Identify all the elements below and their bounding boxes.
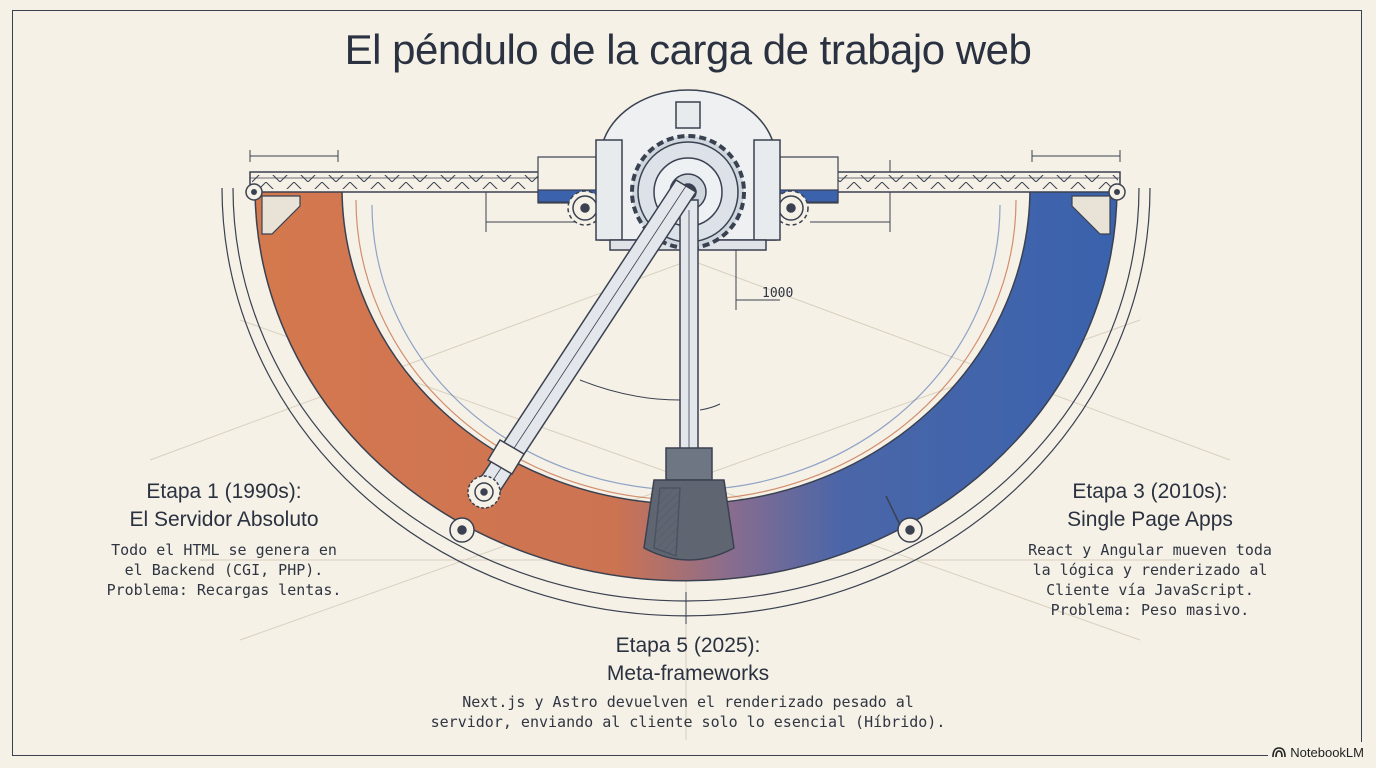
stage-1-description: Todo el HTML se genera en el Backend (CG… xyxy=(106,541,342,599)
swung-pendulum-arm xyxy=(467,178,698,509)
stage-1-heading: Etapa 1 (1990s): El Servidor Absoluto xyxy=(94,478,354,534)
dimension-arrows xyxy=(249,150,1121,310)
corner-brackets xyxy=(261,195,1111,235)
stage-1-heading-line2: El Servidor Absoluto xyxy=(129,508,319,531)
stage-3-heading-line1: Etapa 3 (2010s): xyxy=(1072,480,1228,503)
stage-3-heading-line2: Single Page Apps xyxy=(1067,508,1233,531)
stage-5-heading: Etapa 5 (2025): Meta-frameworks xyxy=(538,632,838,688)
stage-5-description: Next.js y Astro devuelven el renderizado… xyxy=(430,693,946,731)
badge-label: NotebookLM xyxy=(1290,744,1364,760)
page-title: El péndulo de la carga de trabajo web xyxy=(344,26,1032,73)
outer-frame xyxy=(12,10,1362,756)
stage-3-heading: Etapa 3 (2010s): Single Page Apps xyxy=(1020,478,1280,534)
stage-1-heading-line1: Etapa 1 (1990s): xyxy=(146,480,302,503)
left-pivot-gear-icon xyxy=(449,517,475,543)
pendulum-weight xyxy=(643,447,735,561)
swing-indicator-arcs xyxy=(579,379,721,411)
workload-arc-band xyxy=(254,187,1118,582)
notebooklm-logo-icon xyxy=(1272,747,1287,758)
notebooklm-badge[interactable]: NotebookLM xyxy=(1268,742,1370,762)
stage-5-heading-line1: Etapa 5 (2025): xyxy=(615,634,761,657)
right-pivot-gear-icon xyxy=(885,495,923,543)
dimension-label: 1000 xyxy=(762,286,794,301)
stage-5-heading-line2: Meta-frameworks xyxy=(606,662,770,685)
pendulum-shaft xyxy=(679,199,699,472)
stage-3-description: React y Angular mueven toda la lógica y … xyxy=(1028,541,1272,619)
